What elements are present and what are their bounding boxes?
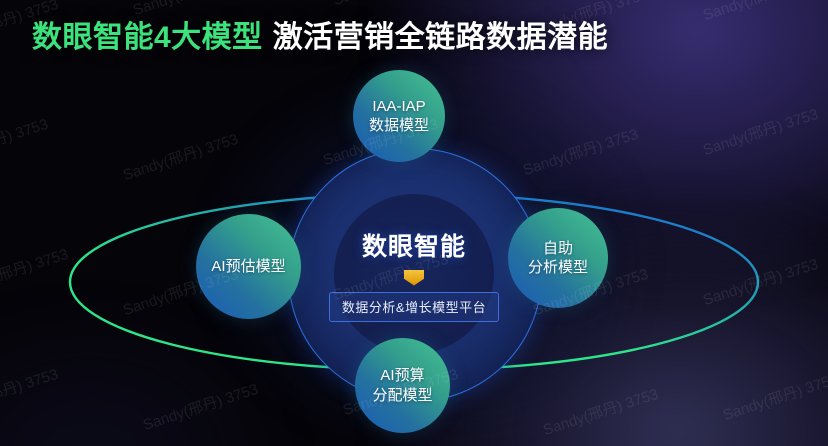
- core-subtitle-pill: 数据分析&增长模型平台: [328, 291, 500, 322]
- watermark-text: Sandy(邢丹) 3753: [0, 365, 61, 420]
- bubble-line1: 自助: [542, 239, 573, 257]
- watermark-text: Sandy(邢丹) 3753: [540, 385, 661, 440]
- bubble-line1: AI预估模型: [211, 257, 286, 275]
- bubble-ai-budget[interactable]: AI预算 分配模型: [355, 338, 450, 433]
- watermark-text: Sandy(邢丹) 3753: [700, 0, 821, 25]
- bubble-line2: 分析模型: [527, 259, 588, 276]
- watermark-text: Sandy(邢丹) 3753: [120, 130, 241, 185]
- bubble-ai-forecast[interactable]: AI预估模型: [196, 214, 301, 319]
- chevron-down-icon: [404, 269, 424, 286]
- title-rest: 激活营销全链路数据潜能: [272, 21, 609, 54]
- bubble-line1: AI预算: [380, 367, 425, 385]
- watermark-text: Sandy(邢丹) 3753: [0, 115, 51, 170]
- bubble-iaa-iap[interactable]: IAA-IAP 数据模型: [353, 70, 445, 162]
- title-highlight: 数眼智能4大模型: [32, 21, 263, 54]
- watermark-text: Sandy(邢丹) 3753: [720, 370, 828, 425]
- watermark-text: Sandy(邢丹) 3753: [140, 380, 261, 435]
- bubble-line1: IAA-IAP: [372, 97, 426, 115]
- watermark-text: Sandy(邢丹) 3753: [700, 105, 821, 160]
- bubble-self-service[interactable]: 自助 分析模型: [508, 208, 608, 308]
- page-title: 数眼智能4大模型激活营销全链路数据潜能: [32, 12, 608, 56]
- watermark-text: Sandy(邢丹) 3753: [0, 245, 71, 300]
- bubble-line2: 数据模型: [368, 117, 429, 134]
- core-title: 数眼智能: [361, 232, 466, 261]
- watermark-text: Sandy(邢丹) 3753: [330, 0, 451, 10]
- bubble-line2: 分配模型: [372, 386, 433, 404]
